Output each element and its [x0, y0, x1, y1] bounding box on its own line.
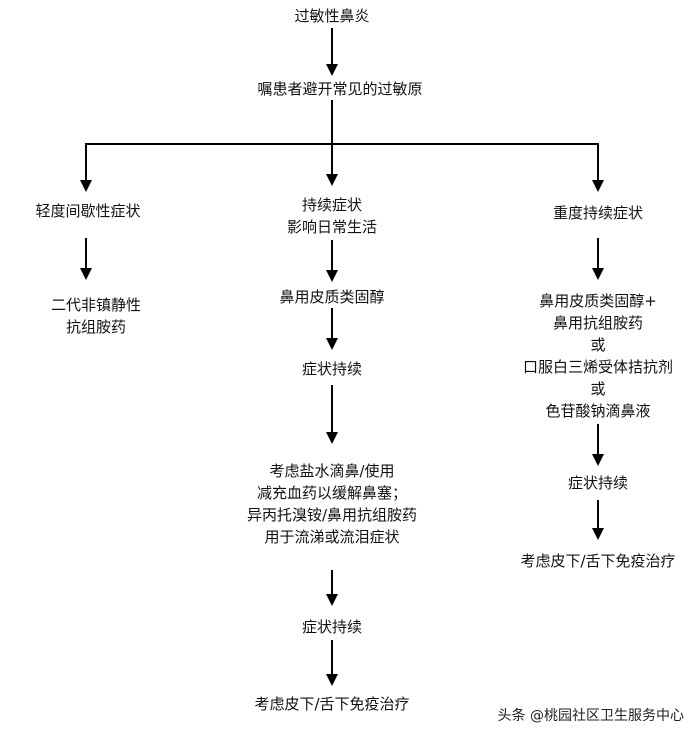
node-line: 抗组胺药	[65, 318, 127, 336]
node-adjunct-options: 考虑盐水滴鼻/使用减充血药以缓解鼻塞； 异丙托溴铵/鼻用抗组胺药用于流涕或流泪症状	[247, 460, 417, 548]
node-immunotherapy-right: 考虑皮下/舌下免疫治疗	[520, 550, 675, 572]
node-symptoms-persist-2: 症状持续	[302, 616, 362, 638]
node-line: 或	[590, 336, 606, 354]
node-line: 口服白三烯受体拮抗剂	[522, 358, 674, 376]
node-combination-therapy: 鼻用皮质类固醇+鼻用抗组胺药或口服白三烯受体拮抗剂或色苷酸钠滴鼻液	[523, 290, 673, 422]
arrow-avoid-to-mid	[326, 100, 338, 186]
node-line: 嘱患者避开常见的过敏原	[257, 80, 423, 98]
node-line: 影响日常生活	[286, 218, 378, 236]
node-line: 鼻用抗组胺药	[552, 314, 644, 332]
arrow-right-continue-to-immuno	[592, 500, 604, 540]
arrow-mid-continue-to-options	[326, 385, 338, 444]
arrow-left-mild-to-drug	[80, 238, 92, 280]
node-severe-persistent: 重度持续症状	[553, 202, 643, 224]
node-avoid-allergens: 嘱患者避开常见的过敏原	[257, 78, 422, 100]
node-line: 症状持续	[301, 618, 363, 636]
node-line: 过敏性鼻炎	[294, 7, 370, 25]
node-symptoms-persist-1: 症状持续	[302, 358, 362, 380]
node-line: 重度持续症状	[552, 204, 644, 222]
node-line: 或	[590, 380, 606, 398]
node-immunotherapy-mid: 考虑皮下/舌下免疫治疗	[254, 693, 409, 715]
node-persistent-symptoms: 持续症状影响日常生活	[287, 194, 377, 238]
node-line: 鼻用皮质类固醇+	[539, 292, 657, 310]
node-line: 异丙托溴铵/鼻用抗组胺药	[246, 506, 418, 524]
arrow-right-severe-to-combo	[592, 238, 604, 280]
node-nasal-corticosteroid: 鼻用皮质类固醇	[279, 286, 384, 308]
node-line: 考虑皮下/舌下免疫治疗	[520, 552, 676, 570]
arrow-mid-steroid-to-continue	[326, 308, 338, 350]
node-line: 二代非镇静性	[50, 296, 142, 314]
node-line: 轻度间歇性症状	[35, 202, 141, 220]
node-line: 考虑皮下/舌下免疫治疗	[254, 695, 410, 713]
node-line: 症状持续	[301, 360, 363, 378]
node-mild-intermittent: 轻度间歇性症状	[35, 200, 140, 222]
node-allergic-rhinitis: 过敏性鼻炎	[294, 5, 369, 27]
watermark: 头条 @桃园社区卫生服务中心	[497, 708, 684, 724]
node-line: 考虑盐水滴鼻/使用	[269, 462, 395, 480]
arrow-mid-continue-to-immuno	[326, 640, 338, 686]
arrow-to-right	[592, 158, 604, 192]
arrow-mid-options-to-continue	[326, 570, 338, 606]
node-line: 持续症状	[301, 196, 363, 214]
arrow-to-left	[80, 158, 92, 192]
node-second-gen-antihistamine: 二代非镇静性抗组胺药	[51, 294, 141, 338]
arrow-mid-persistent-to-steroid	[326, 240, 338, 282]
node-line: 减充血药以缓解鼻塞；	[256, 484, 407, 502]
node-symptoms-persist-right: 症状持续	[568, 472, 628, 494]
node-line: 鼻用皮质类固醇	[279, 288, 385, 306]
node-line: 色苷酸钠滴鼻液	[545, 402, 651, 420]
node-line: 症状持续	[567, 474, 629, 492]
branch-connector	[85, 143, 599, 160]
arrow-root-to-avoid	[326, 28, 338, 76]
arrow-right-combo-to-continue	[592, 424, 604, 466]
node-line: 用于流涕或流泪症状	[264, 528, 400, 546]
